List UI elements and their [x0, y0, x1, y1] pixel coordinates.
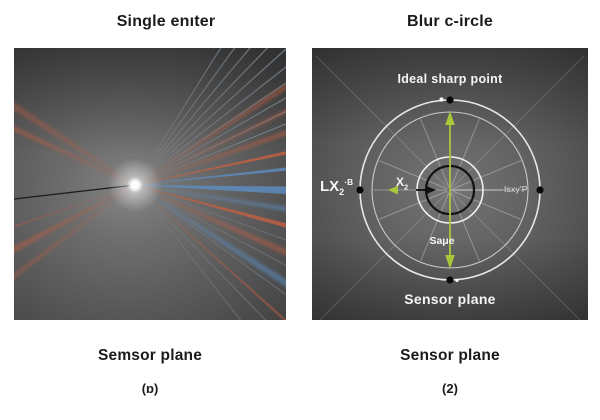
light-ray: [135, 185, 286, 195]
light-ray: [135, 185, 286, 287]
left-dot: [356, 186, 364, 194]
single-emitter-panel: [14, 48, 286, 320]
spoke-line: [420, 192, 450, 262]
sensor-plane-label: Sensor plane: [404, 291, 496, 307]
light-ray: [135, 48, 286, 185]
light-ray: [135, 66, 286, 185]
light-ray: [135, 48, 222, 185]
light-ray: [135, 130, 286, 185]
spoke-line: [451, 55, 585, 189]
light-ray: [135, 185, 286, 320]
lens-label-sup: ·B: [344, 177, 354, 187]
x-arrow-label-base: X: [396, 175, 405, 189]
light-ray: [14, 102, 135, 185]
spoke-line: [378, 160, 448, 190]
light-ray: [135, 185, 286, 241]
spoke-line: [452, 160, 522, 190]
right-panel-title: Blur c-ircle: [407, 13, 493, 30]
light-ray: [135, 185, 242, 320]
light-ray: [135, 97, 286, 185]
spoke-line: [450, 118, 480, 188]
blur-circle-panel: Ideal sharp point LX2·B X2 Isxy'P Saμe S…: [312, 48, 588, 320]
spoke-line: [315, 55, 449, 189]
light-ray: [14, 185, 135, 279]
top-dot: [446, 96, 454, 104]
top-white-dot: [439, 97, 444, 102]
left-panel-title: Single enıter: [116, 13, 216, 30]
ray-render: [14, 48, 286, 320]
light-ray: [135, 48, 269, 185]
light-ray: [135, 185, 286, 296]
light-ray: [14, 185, 135, 253]
right-subfigure-tag: (2): [442, 381, 458, 396]
blur-circle-diagram: [315, 55, 585, 320]
light-ray: [135, 109, 286, 185]
spoke-line: [451, 191, 581, 320]
spoke-line: [319, 191, 449, 320]
right-dot: [536, 186, 544, 194]
arrowhead-down-icon: [445, 255, 455, 269]
light-ray: [135, 185, 286, 228]
light-ray: [135, 185, 286, 212]
x-arrow-label-sub: 2: [404, 182, 409, 192]
lens-label-sub: 2: [339, 187, 345, 197]
spoke-line: [452, 190, 522, 220]
right-caption: Sensor plane: [400, 347, 500, 364]
arrowhead-up-icon: [445, 111, 455, 125]
light-ray: [135, 185, 286, 256]
bottom-dot: [446, 276, 454, 284]
light-ray: [135, 48, 251, 185]
lens-label-base: LX: [320, 178, 340, 195]
lens-label: LX2·B: [320, 177, 353, 197]
spoke-line: [378, 190, 448, 220]
focal-point: [129, 179, 141, 191]
left-subfigure-tag: (ɒ): [141, 381, 159, 396]
left-caption: Semsor plane: [97, 347, 203, 364]
light-ray: [135, 83, 286, 185]
bottom-white-dot: [455, 279, 459, 282]
x-arrow-label: X2: [396, 175, 408, 191]
arrowhead-right-icon: [427, 186, 436, 194]
arrowhead-left-icon: [388, 185, 398, 195]
spoke-line: [450, 192, 480, 262]
light-ray: [14, 185, 135, 228]
radius-label: Isxy'P: [504, 184, 528, 194]
light-ray: [135, 48, 236, 185]
inner-label: Saμe: [429, 235, 455, 247]
light-ray: [135, 185, 267, 320]
ideal-sharp-point-label: Ideal sharp point: [397, 72, 503, 86]
spoke-line: [420, 118, 450, 188]
